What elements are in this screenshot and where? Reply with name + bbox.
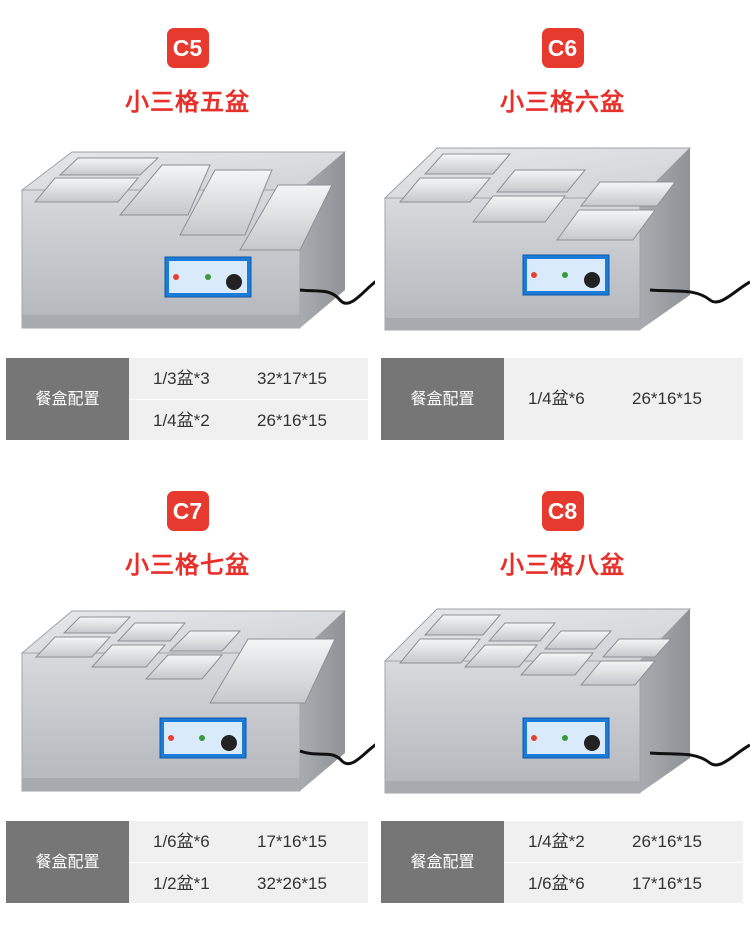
pan-size: 32*17*15 [257, 369, 327, 388]
product-card-c8: C8 小三格八盆 餐盒配置 1/4盆*2 26*16*15 1/6盆*6 17*… [375, 463, 750, 926]
config-label: 餐盒配置 [6, 358, 129, 440]
pan-size: 17*16*15 [632, 874, 702, 893]
model-badge: C8 [541, 491, 584, 531]
pan-qty: 1/4盆*6 [528, 389, 585, 408]
pan-size: 26*16*15 [632, 389, 702, 408]
config-label: 餐盒配置 [381, 358, 504, 440]
config-table: 餐盒配置 1/4盆*6 26*16*15 [381, 358, 743, 440]
pan-size: 32*26*15 [257, 874, 327, 893]
food-warmer-image [20, 610, 375, 792]
config-row: 1/6盆*6 17*16*15 [504, 862, 743, 904]
config-label: 餐盒配置 [6, 821, 129, 903]
food-warmer-image [383, 608, 750, 794]
config-row: 1/4盆*2 26*16*15 [504, 821, 743, 862]
pan-qty: 1/3盆*3 [153, 369, 210, 388]
product-card-c5: C5 小三格五盆 餐盒配置 1/3盆*3 32*17*15 1/4盆*2 26*… [0, 0, 375, 463]
pan-size: 26*16*15 [632, 832, 702, 851]
pan-qty: 1/4盆*2 [528, 832, 585, 851]
product-card-c6: C6 小三格六盆 餐盒配置 1/4盆*6 26*16*15 [375, 0, 750, 463]
pan-qty: 1/4盆*2 [153, 411, 210, 430]
config-row: 1/4盆*6 26*16*15 [504, 358, 743, 440]
pan-size: 26*16*15 [257, 411, 327, 430]
product-card-c7: C7 小三格七盆 餐盒配置 1/6盆*6 17*16*15 1/2盆*1 32*… [0, 463, 375, 926]
config-row: 1/2盆*1 32*26*15 [129, 862, 368, 904]
model-title: 小三格五盆 [125, 88, 250, 116]
config-label: 餐盒配置 [381, 821, 504, 903]
food-warmer-image [20, 151, 375, 329]
model-title: 小三格六盆 [500, 88, 625, 116]
pan-qty: 1/2盆*1 [153, 874, 210, 893]
config-table: 餐盒配置 1/4盆*2 26*16*15 1/6盆*6 17*16*15 [381, 821, 743, 903]
model-title: 小三格八盆 [500, 551, 625, 579]
config-row: 1/3盆*3 32*17*15 [129, 358, 368, 399]
pan-size: 17*16*15 [257, 832, 327, 851]
config-table: 餐盒配置 1/6盆*6 17*16*15 1/2盆*1 32*26*15 [6, 821, 368, 903]
pan-qty: 1/6盆*6 [153, 832, 210, 851]
config-row: 1/4盆*2 26*16*15 [129, 399, 368, 441]
model-badge: C6 [541, 28, 584, 68]
model-badge: C7 [166, 491, 209, 531]
model-badge: C5 [166, 28, 209, 68]
pan-qty: 1/6盆*6 [528, 874, 585, 893]
food-warmer-image [383, 147, 750, 331]
config-row: 1/6盆*6 17*16*15 [129, 821, 368, 862]
model-title: 小三格七盆 [125, 551, 250, 579]
config-table: 餐盒配置 1/3盆*3 32*17*15 1/4盆*2 26*16*15 [6, 358, 368, 440]
